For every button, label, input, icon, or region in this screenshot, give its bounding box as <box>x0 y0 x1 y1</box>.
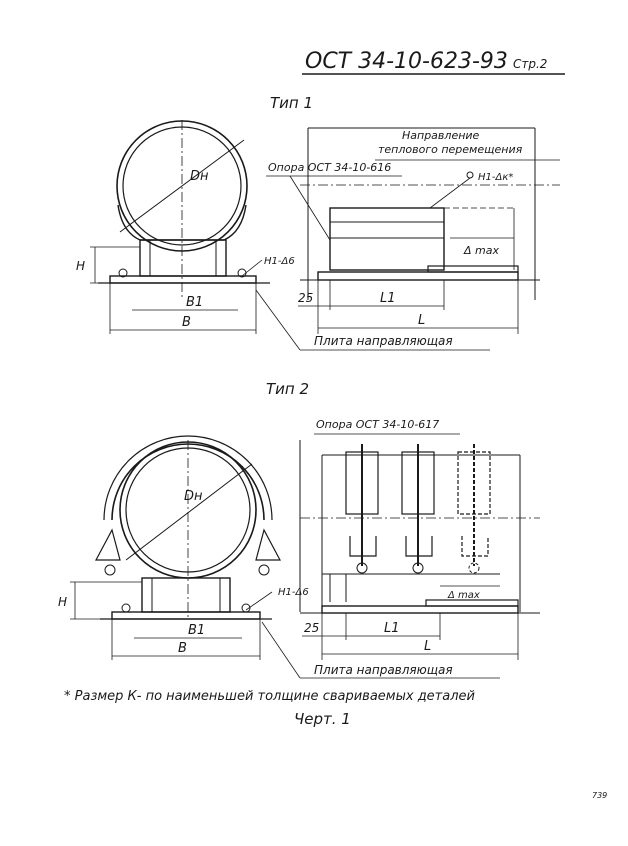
type2-side-view: Опора ОСТ 34-10-617 Δ max 25 L1 <box>299 418 540 660</box>
type2-h-label: H <box>58 595 67 609</box>
type1-l-label: L <box>418 313 425 328</box>
type2-l1-label: L1 <box>384 621 400 636</box>
type1-weld-k-label: Н1-Δк* <box>478 172 513 183</box>
type1-b1-label: B1 <box>186 295 203 310</box>
type2-b1-label: B1 <box>188 623 205 638</box>
type1-weld-label: Н1-Δ6 <box>264 256 295 267</box>
type2-b-label: B <box>178 641 187 656</box>
type1-l1-label: L1 <box>380 291 396 306</box>
type2-front-view: Dн H Н1-Δ6 B1 B <box>58 435 309 660</box>
type1-side-view: Направление теплового перемещения Опора … <box>266 127 560 334</box>
type2-weld-label: Н1-Δ6 <box>278 587 309 598</box>
type2-support-label: Опора ОСТ 34-10-617 <box>316 418 439 431</box>
type1-guide-plate <box>317 271 519 281</box>
type1-base-plate <box>109 275 257 284</box>
type1-h-label: H <box>76 259 85 273</box>
type2-base-plate <box>111 611 261 620</box>
type1-support-block <box>329 207 445 271</box>
type2-l-label: L <box>424 639 431 654</box>
type2-plate-label: Плита направляющая <box>314 663 453 677</box>
type2-25-label: 25 <box>304 621 319 635</box>
type2-guide-plate <box>321 605 519 614</box>
type2-dmax-label: Δ max <box>447 590 480 601</box>
type1-direction-2: теплового перемещения <box>378 143 523 156</box>
figure-caption: Черт. 1 <box>294 710 351 728</box>
type1-front-view: Dн H Н1-Δ6 B1 B <box>76 120 295 334</box>
page-number: Стр.2 <box>513 57 547 71</box>
type1-direction-1: Направление <box>402 129 480 142</box>
type1-25-label: 25 <box>298 291 313 305</box>
standard-number: ОСТ 34-10-623-93 <box>305 49 508 74</box>
type2-support-body <box>141 577 231 613</box>
footnote: * Размер К- по наименьшей толщине сварив… <box>64 689 475 704</box>
type1-b-label: B <box>182 315 191 330</box>
type2-ear-right <box>255 528 281 561</box>
type2-title: Тип 2 <box>266 380 309 398</box>
corner-mark: 739 <box>592 791 607 800</box>
type1-dmax-label: Δ max <box>463 244 499 257</box>
type1-title: Тип 1 <box>270 94 313 112</box>
type2-ear-left <box>95 528 121 561</box>
type1-diameter-line <box>119 139 245 233</box>
type1-dn-label: Dн <box>190 169 209 184</box>
type1-plate-label: Плита направляющая <box>314 334 453 348</box>
type1-bolt-left <box>118 268 128 278</box>
type2-dn-label: Dн <box>184 489 203 504</box>
type1-support-label: Опора ОСТ 34-10-616 <box>268 161 391 174</box>
